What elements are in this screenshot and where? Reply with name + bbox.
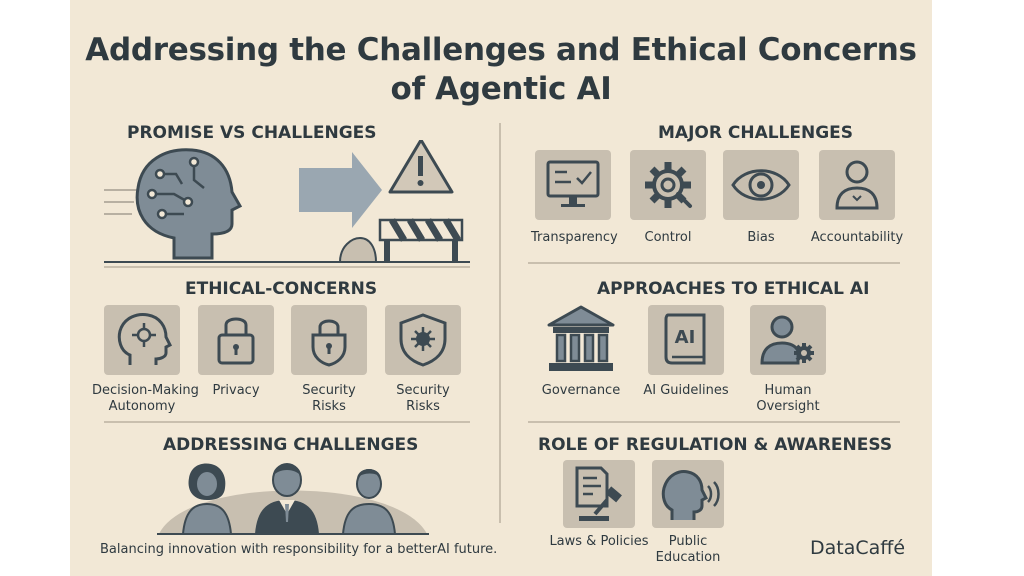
- tile-transparency: [535, 150, 611, 220]
- label-governance: Governance: [541, 383, 621, 398]
- tile-accountability: [819, 150, 895, 220]
- ai-book-icon: AI: [664, 313, 706, 365]
- label-human-oversight-line1: Human: [764, 383, 812, 398]
- speed-lines: [104, 189, 139, 215]
- brand-logo-text: DataCaffé: [810, 537, 906, 559]
- person-icon: [835, 160, 879, 210]
- tile-bias: [723, 150, 799, 220]
- section-title-addressing: ADDRESSING CHALLENGES: [163, 435, 419, 455]
- page-title-line-2: of Agentic AI: [390, 71, 612, 107]
- label-decision-making-line1: Decision-Making: [92, 383, 199, 398]
- person-center-icon: [255, 463, 319, 534]
- label-public-education-line2: Education: [655, 550, 721, 565]
- label-security-risks-2-line1: Security: [396, 383, 450, 398]
- ai-book-text: AI: [675, 327, 696, 348]
- label-control: Control: [644, 230, 692, 245]
- left-separator-1: [104, 266, 470, 268]
- label-privacy: Privacy: [212, 383, 260, 398]
- label-public-education-line1: Public: [668, 534, 708, 549]
- tile-ai-guidelines: AI: [648, 305, 724, 375]
- label-security-risks-1-line2: Risks: [312, 399, 346, 414]
- tile-security-risks-1: [291, 305, 367, 375]
- padlock-icon: [217, 317, 255, 365]
- monitor-check-icon: [546, 160, 600, 207]
- progress-arrow-icon: [299, 152, 382, 228]
- section-title-major: MAJOR CHALLENGES: [658, 123, 854, 143]
- tile-human-oversight: [750, 305, 826, 375]
- left-separator-2: [104, 421, 470, 423]
- barrier-icon: [378, 218, 464, 262]
- gear-icon: [645, 162, 692, 208]
- tile-laws-policies: [563, 460, 635, 528]
- person-right-icon: [341, 469, 397, 535]
- tile-privacy: [198, 305, 274, 375]
- label-decision-making-line2: Autonomy: [108, 399, 176, 414]
- person-gear-icon: [760, 315, 814, 365]
- tile-public-education: [652, 460, 724, 528]
- padlock-shield-icon: [311, 319, 347, 367]
- label-laws-policies: Laws & Policies: [549, 534, 649, 549]
- label-accountability: Accountability: [810, 230, 904, 245]
- circuit-nodes: [146, 156, 200, 220]
- section-title-ethical: ETHICAL-CONCERNS: [185, 279, 378, 299]
- label-ai-guidelines: AI Guidelines: [643, 383, 729, 398]
- tagline: Balancing innovation with responsibility…: [100, 542, 498, 557]
- head-brain-icon: [117, 313, 173, 365]
- label-transparency: Transparency: [531, 230, 618, 245]
- label-security-risks-1-line1: Security: [302, 383, 356, 398]
- label-security-risks-2-line2: Risks: [406, 399, 440, 414]
- right-separator-1: [528, 262, 900, 264]
- tile-control: [630, 150, 706, 220]
- speaking-head-icon: [661, 470, 720, 520]
- rock-icon: [338, 236, 378, 263]
- promise-illustration: [104, 140, 470, 263]
- tile-decision-making: [104, 305, 180, 375]
- column-divider: [499, 123, 501, 523]
- label-human-oversight-line2: Oversight: [756, 399, 820, 414]
- person-left-icon: [181, 463, 233, 535]
- right-separator-2: [528, 421, 900, 423]
- section-title-regulation: ROLE OF REGULATION & AWARENESS: [538, 435, 893, 455]
- shield-virus-icon: [399, 313, 447, 367]
- gavel-document-icon: [575, 466, 622, 521]
- section-title-promise: PROMISE VS CHALLENGES: [127, 123, 377, 143]
- section-title-approaches: APPROACHES TO ETHICAL AI: [597, 279, 870, 299]
- building-icon: [547, 305, 615, 371]
- page-title-line-1: Addressing the Challenges and Ethical Co…: [85, 32, 917, 68]
- tile-security-risks-2: [385, 305, 461, 375]
- team-illustration: [157, 463, 429, 535]
- label-bias: Bias: [747, 230, 775, 245]
- eye-icon: [731, 169, 791, 201]
